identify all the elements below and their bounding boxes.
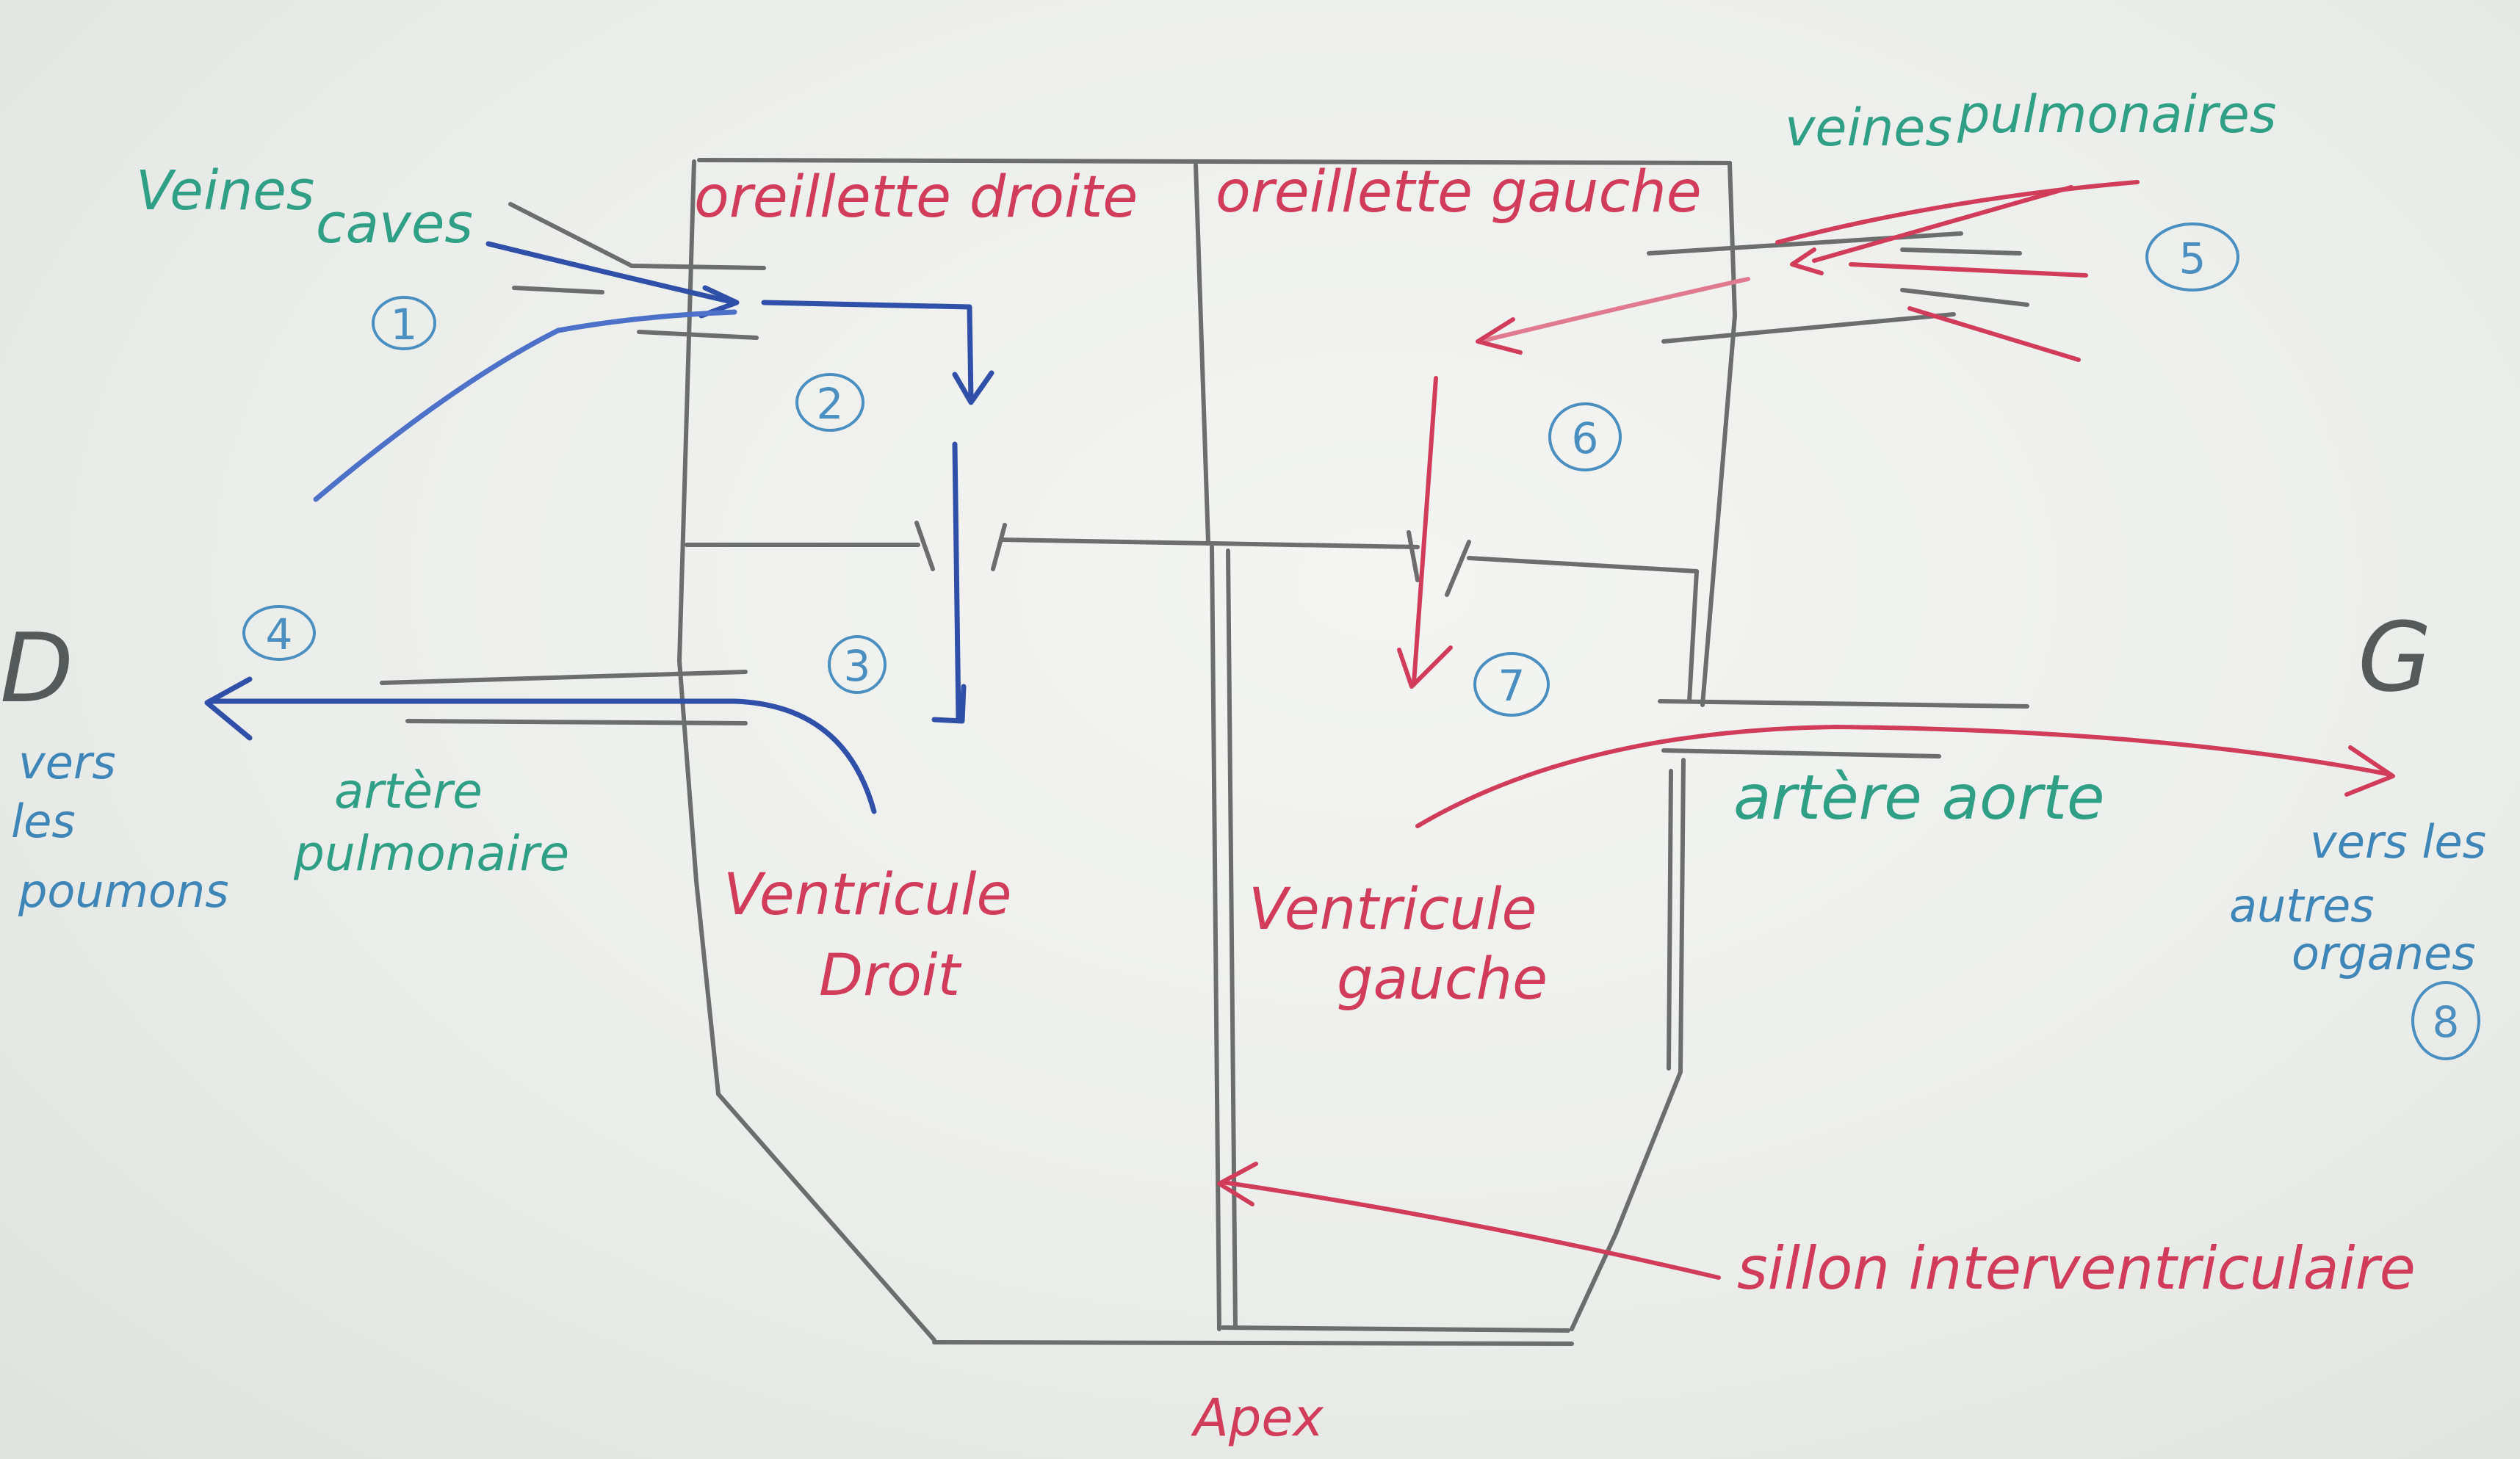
- step-4-marker: 4: [242, 605, 316, 661]
- step-4-label: 4: [266, 609, 293, 659]
- step-8-label: 8: [2433, 997, 2460, 1047]
- label-side-d: D: [0, 612, 73, 724]
- step-1-label: 1: [391, 300, 418, 350]
- left-heart-flow: [1217, 180, 2395, 1280]
- label-vers-poumons-1: vers: [18, 736, 116, 789]
- label-side-g: G: [2358, 601, 2432, 713]
- label-vers-organes-3: organes: [2292, 927, 2476, 980]
- labels: oreillette droite oreillette gauche Vein…: [0, 84, 2486, 1448]
- label-vers-poumons-2: les: [11, 794, 76, 848]
- step-7-label: 7: [1498, 661, 1526, 711]
- label-veines-pulmonaires-1: veines: [1785, 98, 1952, 158]
- label-artere-pulmonaire-1: artère: [334, 763, 483, 819]
- step-3-marker: 3: [828, 635, 887, 694]
- step-2-marker: 2: [795, 373, 864, 432]
- heart-outline: [380, 158, 2029, 1346]
- step-markers: 1 2 3 4 5 6 7 8: [242, 222, 2480, 1060]
- label-vers-poumons-3: poumons: [18, 864, 229, 918]
- label-apex: Apex: [1191, 1388, 1324, 1448]
- step-3-label: 3: [844, 641, 871, 691]
- step-8-marker: 8: [2411, 981, 2480, 1060]
- label-veines-caves-1: Veines: [136, 159, 314, 222]
- label-oreillette-gauche: oreillette gauche: [1216, 159, 1702, 225]
- label-artere-pulmonaire-2: pulmonaire: [293, 825, 569, 882]
- label-ventricule-droit-1: Ventricule: [723, 862, 1012, 928]
- right-heart-flow: [204, 241, 994, 814]
- label-vers-organes-1: vers les: [2310, 815, 2486, 869]
- label-artere-aorte: artère aorte: [1733, 761, 2105, 833]
- label-veines-caves-2: caves: [316, 192, 473, 256]
- label-veines-pulmonaires-2: pulmonaires: [1957, 84, 2276, 145]
- label-ventricule-droit-2: Droit: [819, 943, 962, 1009]
- step-6-marker: 6: [1548, 402, 1622, 471]
- step-7-marker: 7: [1473, 652, 1550, 717]
- step-5-label: 5: [2179, 233, 2206, 283]
- label-ventricule-gauche-1: Ventricule: [1249, 877, 1537, 943]
- step-5-marker: 5: [2145, 222, 2239, 292]
- step-2-label: 2: [817, 379, 844, 429]
- label-sillon: sillon interventriculaire: [1737, 1234, 2416, 1303]
- step-1-marker: 1: [372, 296, 436, 350]
- label-vers-organes-2: autres: [2229, 879, 2375, 933]
- label-oreillette-droite: oreillette droite: [694, 164, 1138, 231]
- step-6-label: 6: [1572, 413, 1599, 463]
- label-ventricule-gauche-2: gauche: [1337, 946, 1548, 1013]
